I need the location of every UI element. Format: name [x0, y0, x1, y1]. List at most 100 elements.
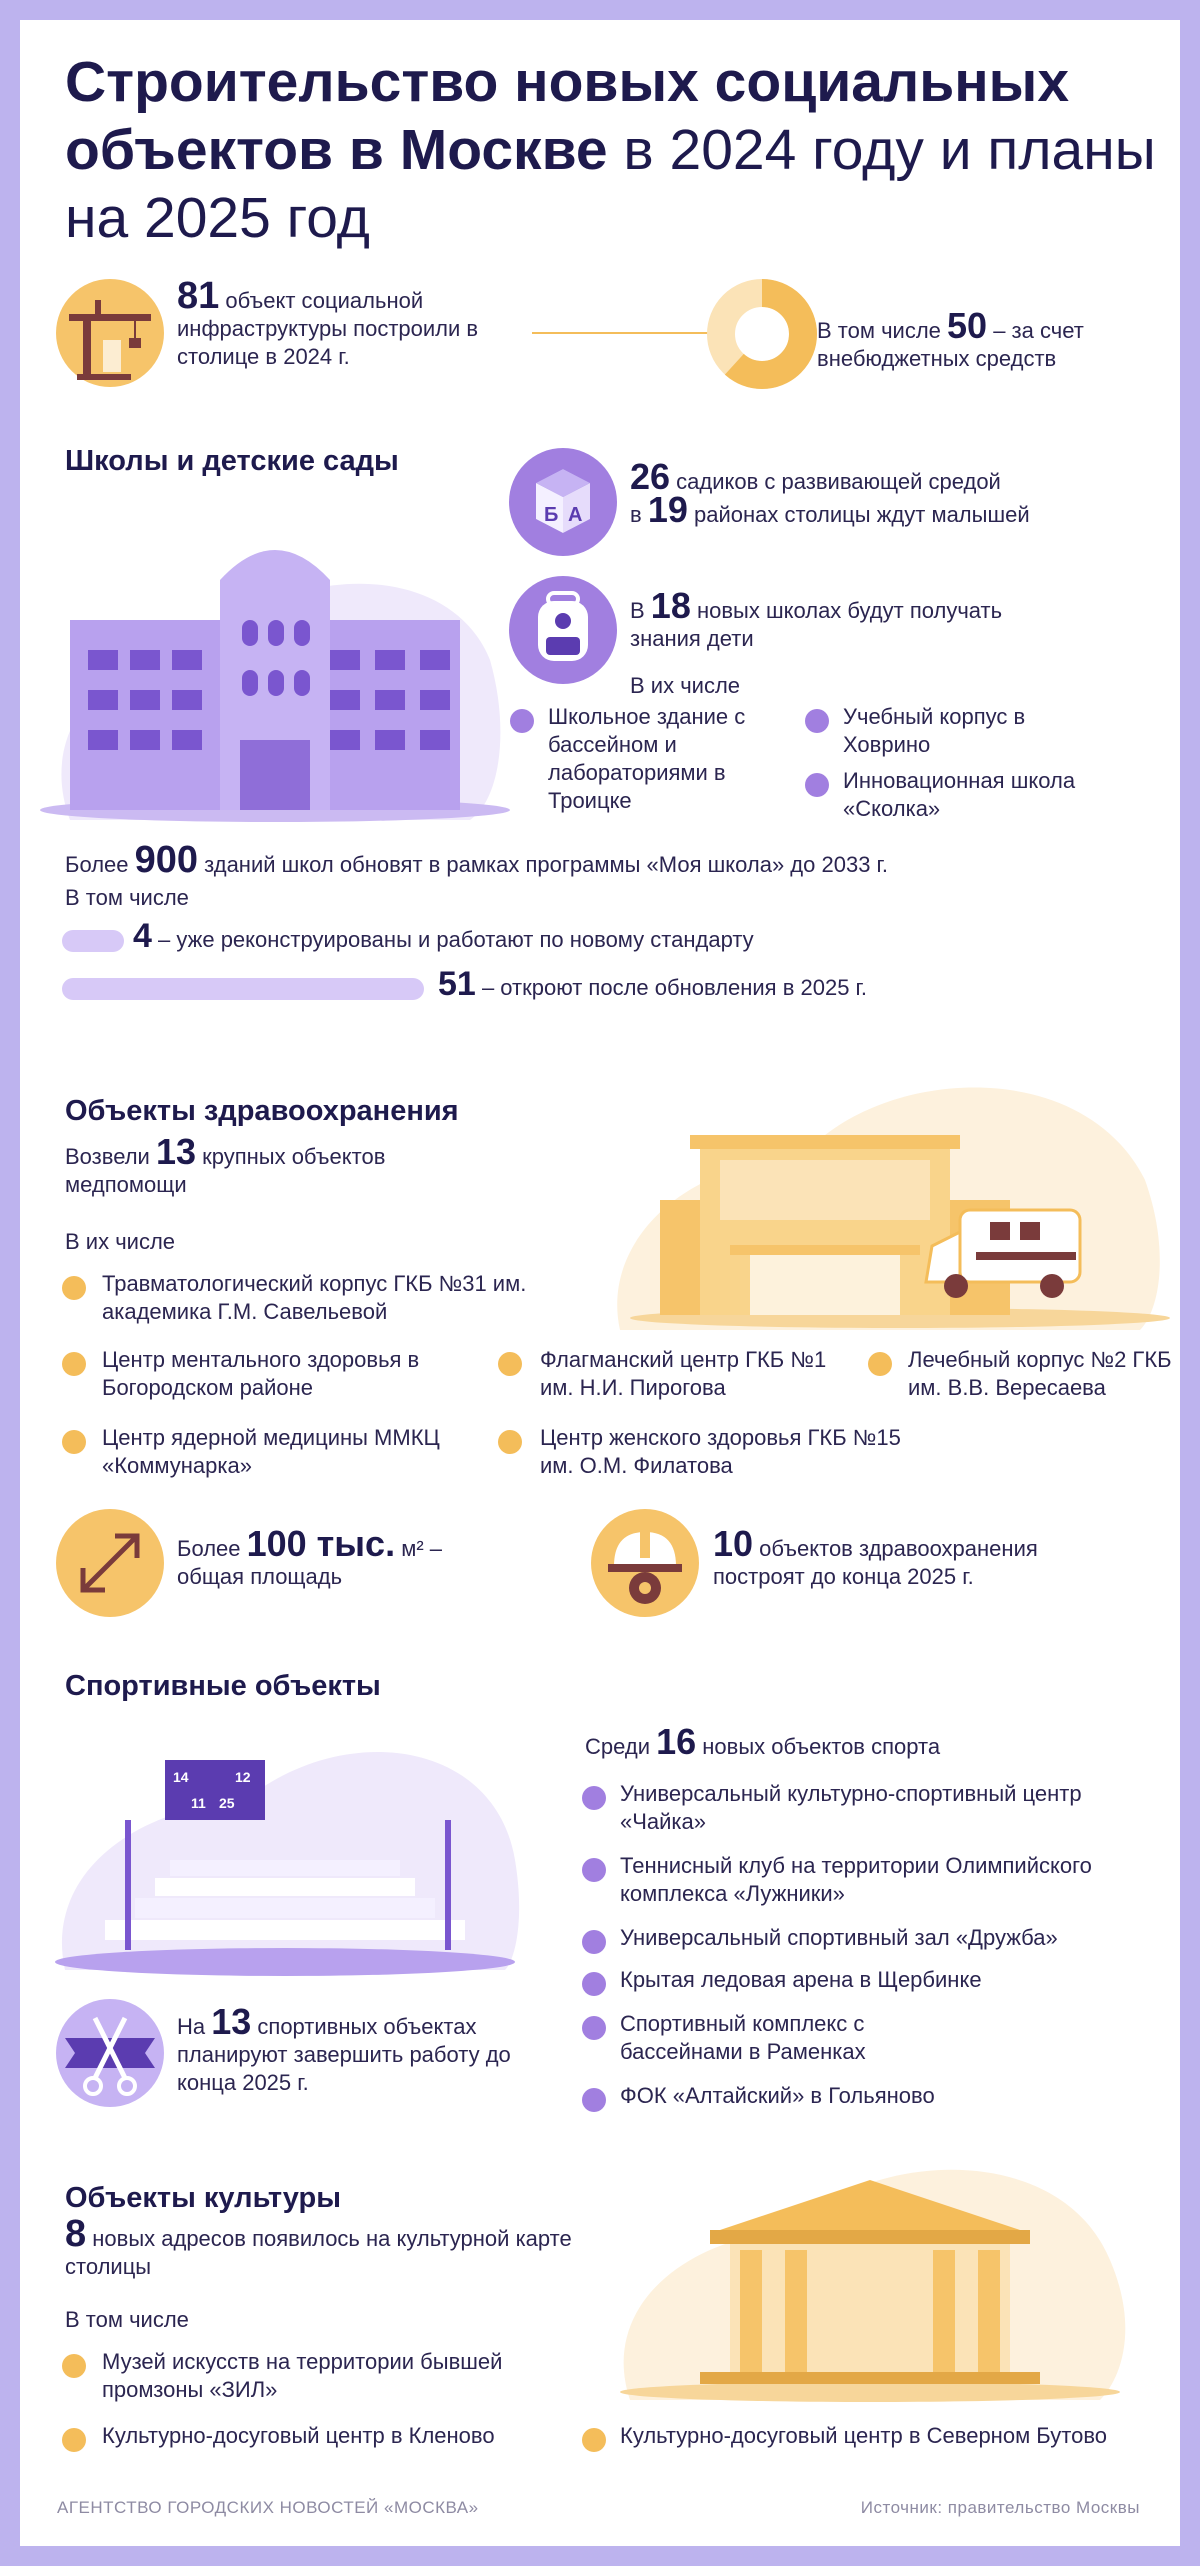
- my-school-incl-label: В том числе: [65, 885, 189, 910]
- health-built-text: Возвели 13 крупных объектов медпомощи: [65, 1134, 465, 1199]
- ribbon-scissors-icon: [56, 1999, 164, 2107]
- school-building-illustration: [40, 550, 510, 822]
- intro-offbudget-pre: В том числе: [817, 318, 948, 343]
- my-school-desc: зданий школ обновят в рамках программы «…: [198, 852, 888, 877]
- bullet-dot: [582, 1858, 606, 1882]
- health-item-pirogov: Флагманский центр ГКБ №1 им. Н.И. Пирого…: [540, 1347, 827, 1400]
- area-number: 100 тыс.: [246, 1523, 396, 1564]
- my-school-text: Более 900 зданий школ обновят в рамках п…: [65, 841, 1165, 879]
- health-plan-desc: объектов здравоохранения построят до кон…: [713, 1536, 1038, 1589]
- area-desc: м² – общая площадь: [177, 1536, 442, 1589]
- block-letter-b: Б: [544, 504, 558, 526]
- schools-desc: новых школах будут получать знания дети: [630, 598, 1003, 651]
- sport-item-druzhba: Универсальный спортивный зал «Дружба»: [620, 1925, 1058, 1950]
- culture-desc: новых адресов появилось на культурной ка…: [65, 2226, 572, 2279]
- toy-blocks-icon: Б А: [509, 448, 617, 556]
- bullet-dot: [582, 1786, 606, 1810]
- kindergartens-number: 26: [630, 456, 671, 497]
- school-item-khovrino: Учебный корпус в Ховрино: [843, 704, 1026, 757]
- backpack-icon: [509, 576, 617, 684]
- reopen-text: 51 – откроют после обновления в 2025 г.: [438, 967, 1138, 1002]
- sport-item-ramenki: Спортивный комплекс с бассейнами в Рамен…: [620, 2011, 866, 2064]
- ambulance-icon: [924, 1208, 1082, 1298]
- donut-chart-icon: [707, 279, 817, 389]
- sport-objects-number: 16: [656, 1721, 697, 1762]
- reconstructed-number: 4: [133, 917, 152, 955]
- bullet-dot: [805, 709, 829, 733]
- bullet-dot: [582, 2016, 606, 2040]
- divider-line: [532, 332, 712, 334]
- museum-columns-illustration: [620, 2169, 1126, 2402]
- sport-objects-desc: новых объектов спорта: [696, 1734, 941, 1759]
- infographic-page: Строительство новых социальных объектов …: [20, 20, 1180, 2546]
- sport-item-shcherbinka: Крытая ледовая арена в Щербинке: [620, 1967, 982, 1992]
- scoreboard-clock-1: 11: [191, 1795, 206, 1811]
- sport-plan-pre: На: [177, 2014, 212, 2039]
- section-heading-sport: Спортивные объекты: [65, 1670, 381, 1702]
- health-built-number: 13: [155, 1131, 196, 1172]
- school-item-troitsk: Школьное здание с бассейном и лаборатори…: [548, 704, 746, 813]
- kindergartens-desc: садиков с развивающей средой: [670, 469, 1001, 494]
- sport-plan-number: 13: [211, 2001, 252, 2042]
- footer-source: Источник: правительство Москвы: [860, 2498, 1140, 2517]
- title-bold: Строительство новых социальных объектов …: [65, 50, 1070, 182]
- culture-number: 8: [65, 2213, 87, 2255]
- districts-pre: в: [630, 502, 648, 527]
- culture-item-klenovo: Культурно-досуговый центр в Кленово: [102, 2423, 495, 2448]
- progress-bar-reopen: [62, 978, 424, 1000]
- scoreboard-right: 12: [235, 1769, 251, 1785]
- culture-text: 8 новых адресов появилось на культурной …: [65, 2215, 585, 2281]
- districts-number: 19: [647, 489, 688, 530]
- health-item-nuclear: Центр ядерной медицины ММКЦ «Коммунарка»: [102, 1425, 440, 1478]
- health-built-desc: крупных объектов медпомощи: [65, 1144, 386, 1197]
- section-heading-health: Объекты здравоохранения: [65, 1095, 459, 1127]
- crane-icon: [56, 279, 164, 387]
- bullet-dot: [868, 1352, 892, 1376]
- intro-offbudget-number: 50: [947, 305, 988, 346]
- schools-text: В 18 новых школах будут получать знания …: [630, 588, 1050, 653]
- bullet-dot: [582, 2088, 606, 2112]
- intro-built-text: 81 объект социальной инфраструктуры пост…: [177, 277, 507, 371]
- reopen-number: 51: [438, 965, 476, 1003]
- bullet-dot: [62, 1352, 86, 1376]
- bullet-dot: [582, 2428, 606, 2452]
- progress-bar-reconstructed: [62, 930, 124, 952]
- reconstructed-text: 4 – уже реконструированы и работают по н…: [133, 919, 1033, 954]
- health-plan-text: 10 объектов здравоохранения построят до …: [713, 1526, 1133, 1591]
- sport-item-altaisky: ФОК «Алтайский» в Гольяново: [620, 2083, 935, 2108]
- health-item-mental: Центр ментального здоровья в Богородском…: [102, 1347, 420, 1400]
- sport-item-chaika: Универсальный культурно-спортивный центр…: [620, 1781, 1082, 1834]
- schools-incl-label: В их числе: [630, 673, 741, 698]
- footer-agency: АГЕНТСТВО ГОРОДСКИХ НОВОСТЕЙ «МОСКВА»: [57, 2498, 479, 2517]
- culture-item-zil: Музей искусств на территории бывшей пром…: [102, 2349, 503, 2402]
- bullet-dot: [498, 1430, 522, 1454]
- section-heading-schools: Школы и детские сады: [65, 445, 399, 477]
- bullet-dot: [805, 773, 829, 797]
- bullet-dot: [510, 709, 534, 733]
- health-plan-number: 10: [713, 1523, 754, 1564]
- bullet-dot: [582, 1972, 606, 1996]
- bullet-dot: [62, 2428, 86, 2452]
- schools-pre: В: [630, 598, 651, 623]
- scoreboard-clock-2: 25: [219, 1795, 235, 1811]
- health-built-pre: Возвели: [65, 1144, 156, 1169]
- school-item-skolka: Инновационная школа «Сколка»: [843, 768, 1076, 821]
- sport-plan-text: На 13 спортивных объектах планируют заве…: [177, 2004, 547, 2097]
- health-item-veresaev: Лечебный корпус №2 ГКБ им. В.В. Вересаев…: [908, 1347, 1172, 1400]
- health-item-gkb31: Травматологический корпус ГКБ №31 им. ак…: [102, 1271, 527, 1324]
- resize-arrow-icon: [56, 1509, 164, 1617]
- sports-arena-illustration: 14 12 11 25: [55, 1752, 520, 1976]
- intro-built-number: 81: [177, 275, 220, 317]
- area-text: Более 100 тыс. м² – общая площадь: [177, 1526, 477, 1591]
- culture-item-butovo: Культурно-досуговый центр в Северном Бут…: [620, 2423, 1107, 2448]
- area-pre: Более: [177, 1536, 247, 1561]
- sport-objects-text: Среди 16 новых объектов спорта: [585, 1724, 1105, 1761]
- my-school-pre: Более: [65, 852, 135, 877]
- health-item-women: Центр женского здоровья ГКБ №15 им. О.М.…: [540, 1425, 901, 1478]
- page-title: Строительство новых социальных объектов …: [65, 48, 1165, 252]
- helmet-gear-icon: [591, 1509, 699, 1617]
- bullet-dot: [62, 1430, 86, 1454]
- intro-offbudget-desc: – за счет внебюджетных средств: [817, 318, 1084, 371]
- section-heading-culture: Объекты культуры: [65, 2182, 342, 2214]
